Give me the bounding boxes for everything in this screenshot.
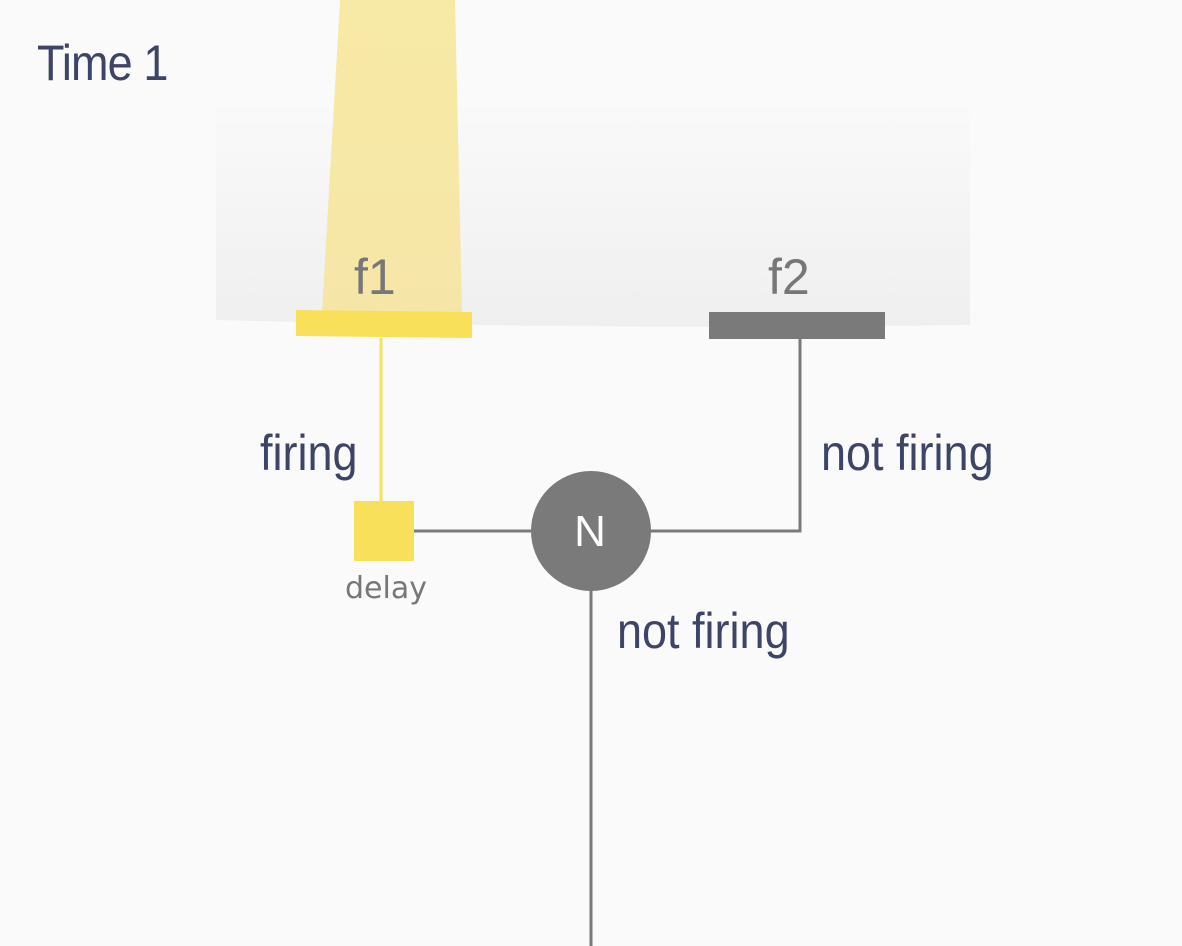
neuron-label: N [574, 507, 606, 556]
neuron-state-label: not firing [617, 603, 790, 659]
f2-receptor-bar [709, 312, 885, 339]
time-title: Time 1 [37, 35, 168, 91]
light-beam [322, 0, 462, 312]
delay-box [354, 501, 414, 561]
neuron-circle [531, 471, 651, 591]
f1-state-label: firing [260, 425, 358, 481]
f2-state-label: not firing [821, 425, 994, 481]
delay-label: delay [345, 571, 427, 606]
f1-receptor-bar [296, 310, 472, 338]
f2-axon-line [650, 339, 802, 533]
f1-label: f1 [354, 249, 396, 305]
f2-label: f2 [768, 249, 810, 305]
